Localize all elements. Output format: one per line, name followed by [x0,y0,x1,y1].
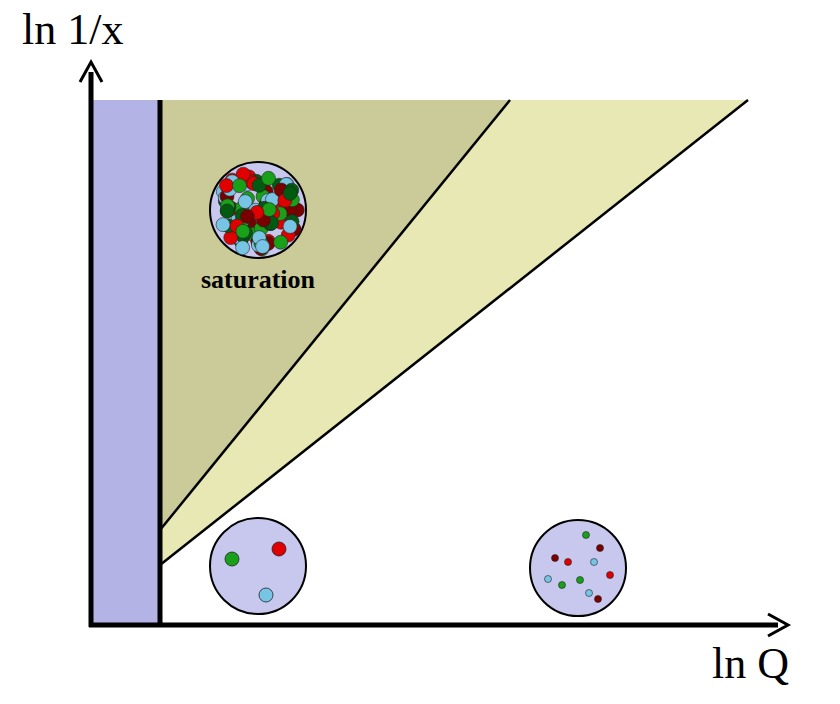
parton-dot [559,582,566,589]
parton-dot [274,235,288,249]
axis-label: ln 1/x [22,6,123,54]
parton-dot [216,218,230,232]
parton-dot [262,203,276,217]
parton-dot [220,204,234,218]
proton-disc [210,162,306,258]
parton-dot [236,241,250,255]
axis-label: ln Q [712,640,789,688]
parton-dot [591,559,598,566]
y-axis [89,72,94,627]
parton-dot [607,572,614,579]
parton-dot [565,559,572,566]
parton-dot [240,209,254,223]
region-label: saturation [201,266,315,295]
dilute-proton [210,518,306,614]
parton-dot [552,555,559,562]
parton-dot [545,576,552,583]
dense-proton [210,162,306,258]
x-axis-arrow [768,614,788,636]
proton-disc [210,518,306,614]
nonperturbative-band [93,100,160,625]
saturation-region [160,100,510,530]
parton-dot [272,542,286,556]
parton-dot [261,171,275,185]
geometric-scaling-region [160,100,748,565]
parton-dot [583,532,590,539]
y-axis-arrow [80,62,102,82]
parton-dot [256,240,270,254]
parton-dot [225,552,239,566]
parton-dot [283,186,297,200]
saturation-line [160,100,510,530]
dilute-proton-small [530,520,626,616]
parton-dot [283,219,297,233]
x-axis [89,623,778,628]
parton-dot [236,224,250,238]
parton-dot [597,545,604,552]
parton-dot [220,179,234,193]
parton-dot [595,596,602,603]
proton-disc [530,520,626,616]
parton-dot [586,590,593,597]
parton-dot [232,179,246,193]
scaling-line [160,100,748,565]
parton-dot [259,588,273,602]
lambda-line [158,100,163,625]
parton-dot [577,577,584,584]
